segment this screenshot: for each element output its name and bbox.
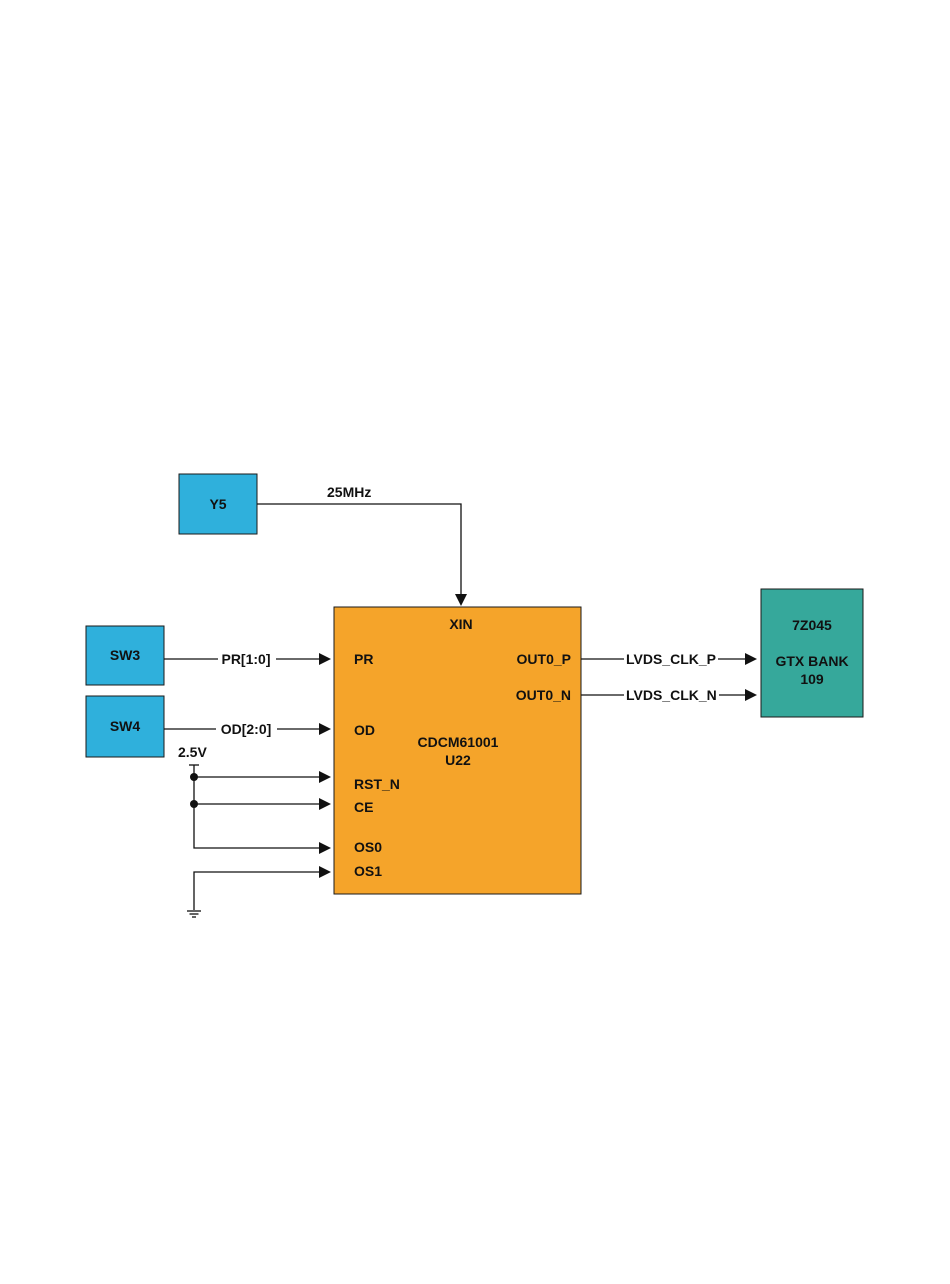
pin-os1: OS1 <box>354 863 382 879</box>
ce-arrow <box>319 798 331 810</box>
xin-arrow <box>455 594 467 606</box>
pin-ce: CE <box>354 799 373 815</box>
chip-name: CDCM61001 <box>418 734 499 750</box>
pin-pr: PR <box>354 651 373 667</box>
fpga-bank-line1: GTX BANK <box>775 653 848 669</box>
fpga-name: 7Z045 <box>792 617 832 633</box>
pin-xin: XIN <box>449 616 472 632</box>
sw3-label: SW3 <box>110 647 141 663</box>
net-lvds-p: LVDS_CLK_P <box>626 651 716 667</box>
pr-arrow <box>319 653 331 665</box>
pr-bus-label: PR[1:0] <box>221 651 270 667</box>
supply-label: 2.5V <box>178 744 207 760</box>
ground-icon <box>187 911 201 917</box>
pin-od: OD <box>354 722 375 738</box>
pin-out0-n: OUT0_N <box>516 687 571 703</box>
sw4-label: SW4 <box>110 718 141 734</box>
y5-label: Y5 <box>209 496 226 512</box>
os1-wire <box>194 872 320 910</box>
os0-arrow <box>319 842 331 854</box>
od-arrow <box>319 723 331 735</box>
pin-out0-p: OUT0_P <box>517 651 571 667</box>
pin-rst-n: RST_N <box>354 776 400 792</box>
xin-wire <box>257 504 461 596</box>
net-lvds-n: LVDS_CLK_N <box>626 687 717 703</box>
chip-ref: U22 <box>445 752 471 768</box>
clock-freq-label: 25MHz <box>327 484 371 500</box>
lvds-n-arrow <box>745 689 757 701</box>
lvds-p-arrow <box>745 653 757 665</box>
od-bus-label: OD[2:0] <box>221 721 272 737</box>
os1-arrow <box>319 866 331 878</box>
fpga-bank-line2: 109 <box>800 671 824 687</box>
rst-arrow <box>319 771 331 783</box>
pin-os0: OS0 <box>354 839 382 855</box>
